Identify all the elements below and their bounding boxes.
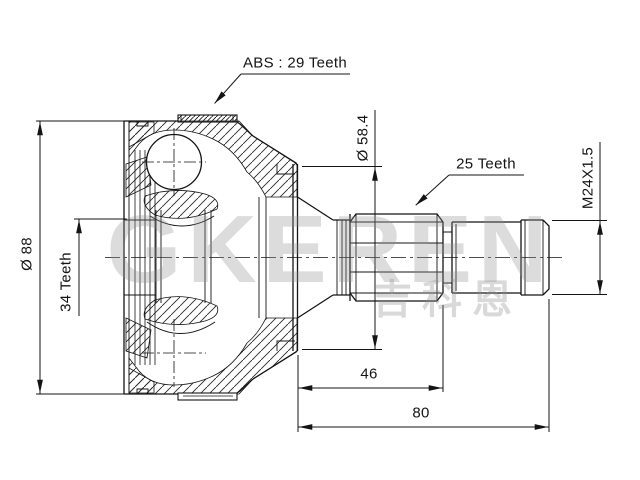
shaft-cone	[297, 196, 334, 319]
bell-bottom-wall-section	[128, 317, 298, 395]
inner-race-bottom-wedge	[125, 317, 152, 359]
cage-lens-top	[143, 190, 219, 219]
label-abs-ring: ABS : 29 Teeth	[243, 54, 347, 72]
dim-overall-length	[297, 299, 550, 432]
label-shaft-spline-teeth: 25 Teeth	[456, 155, 516, 173]
abs-ring-section	[177, 114, 238, 123]
bearing-ball	[142, 128, 206, 387]
dim-inner-spline	[74, 218, 127, 316]
dim-abs-diameter	[302, 110, 382, 350]
dim-spline-length	[298, 305, 444, 392]
bell-top-wall-section	[128, 120, 298, 198]
label-inner-spline-teeth: 34 Teeth	[57, 252, 75, 312]
dimensions	[36, 73, 607, 432]
label-overall-length: 80	[412, 404, 430, 422]
dim-thread	[552, 142, 607, 295]
leader-abs	[214, 73, 350, 104]
leader-shaft-spline	[415, 174, 524, 206]
label-spline-end-length: 46	[360, 365, 378, 383]
bell-housing	[123, 114, 299, 401]
dim-outer-diameter	[36, 120, 145, 395]
cage-lens-bottom	[143, 296, 219, 325]
label-outer-diameter: Ø 88	[18, 237, 36, 271]
label-abs-ring-diameter: Ø 58.4	[354, 114, 372, 162]
abs-ring-bottom	[177, 392, 238, 401]
label-thread-spec: M24X1.5	[579, 146, 597, 210]
